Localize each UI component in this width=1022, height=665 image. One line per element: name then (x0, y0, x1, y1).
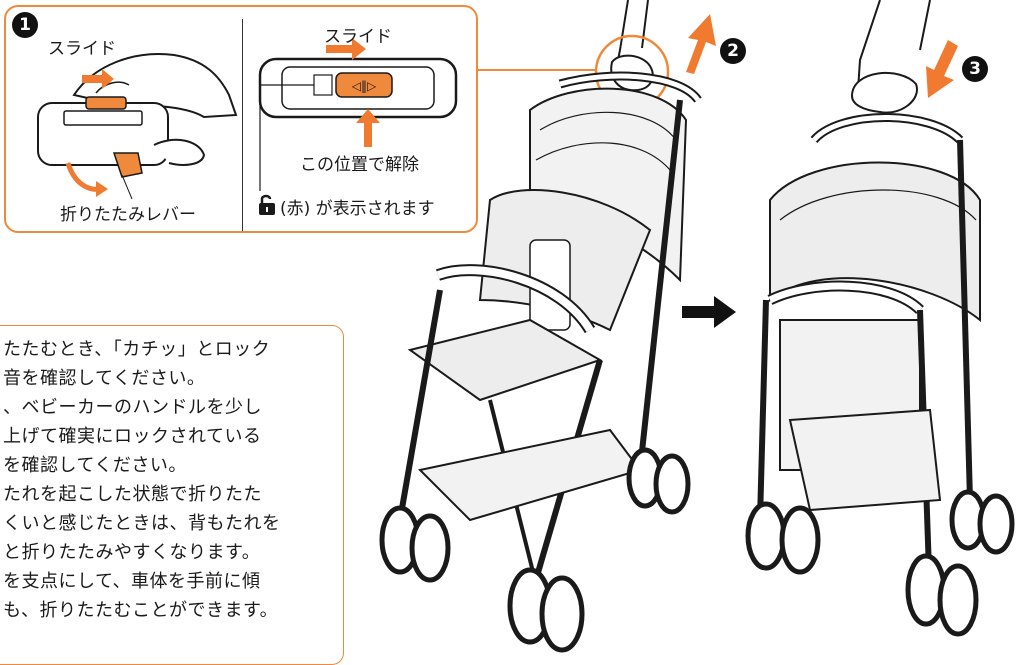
step-3-badge: 3 (962, 56, 988, 82)
step-1-badge: 1 (12, 12, 38, 38)
release-arrow-up (356, 109, 380, 147)
right-slide-label: スライド (324, 27, 392, 47)
note-line-7: くいと感じたときは、背もたれを (3, 513, 281, 534)
open-padlock-icon (259, 194, 275, 215)
lever-label: 折りたたみレバー (60, 205, 196, 225)
push-down-arrow (926, 40, 958, 98)
note-line-6: たれを起こした状態で折りたた (3, 484, 262, 505)
svg-text:◁‖▷: ◁‖▷ (351, 79, 377, 93)
callout-divider (242, 19, 243, 231)
lock-display-label: (赤) が表示されます (280, 199, 435, 219)
note-line-8: と折りたたみやすくなります。 (3, 542, 261, 563)
lever-hand-illustration (37, 53, 238, 200)
stroller-folding-illustration (745, 0, 1015, 637)
note-line-9: を支点にして、車体を手前に傾 (3, 571, 261, 592)
step-3-number: 3 (969, 59, 981, 79)
lift-arrow (686, 14, 716, 74)
slide-arrow-right (326, 38, 366, 60)
note-line-4: 上げて確実にロックされている (3, 426, 262, 447)
step-2-badge: 2 (720, 38, 746, 64)
callout-connector (478, 69, 596, 71)
stroller-open-illustration (379, 0, 716, 653)
note-line-3: 、ベビーカーのハンドルを少し (3, 397, 262, 418)
slide-arrow-left (82, 69, 114, 89)
release-position-label: この位置で解除 (300, 155, 419, 175)
note-line-1: たたむとき、「カチッ」とロック (3, 339, 271, 360)
left-slide-label: スライド (48, 39, 116, 59)
notes-box: たたむとき、「カチッ」とロック 音を確認してください。 、ベビーカーのハンドルを… (0, 325, 344, 665)
step-1-number: 1 (19, 15, 31, 35)
step-2-number: 2 (727, 41, 739, 61)
right-arrow-icon (682, 296, 736, 328)
note-line-5: を確認してください。 (3, 455, 187, 476)
note-line-2: 音を確認してください。 (3, 368, 206, 389)
note-line-10: も、折りたたむことができます。 (3, 600, 279, 621)
slider-topview-illustration: ◁‖▷ (258, 38, 458, 191)
